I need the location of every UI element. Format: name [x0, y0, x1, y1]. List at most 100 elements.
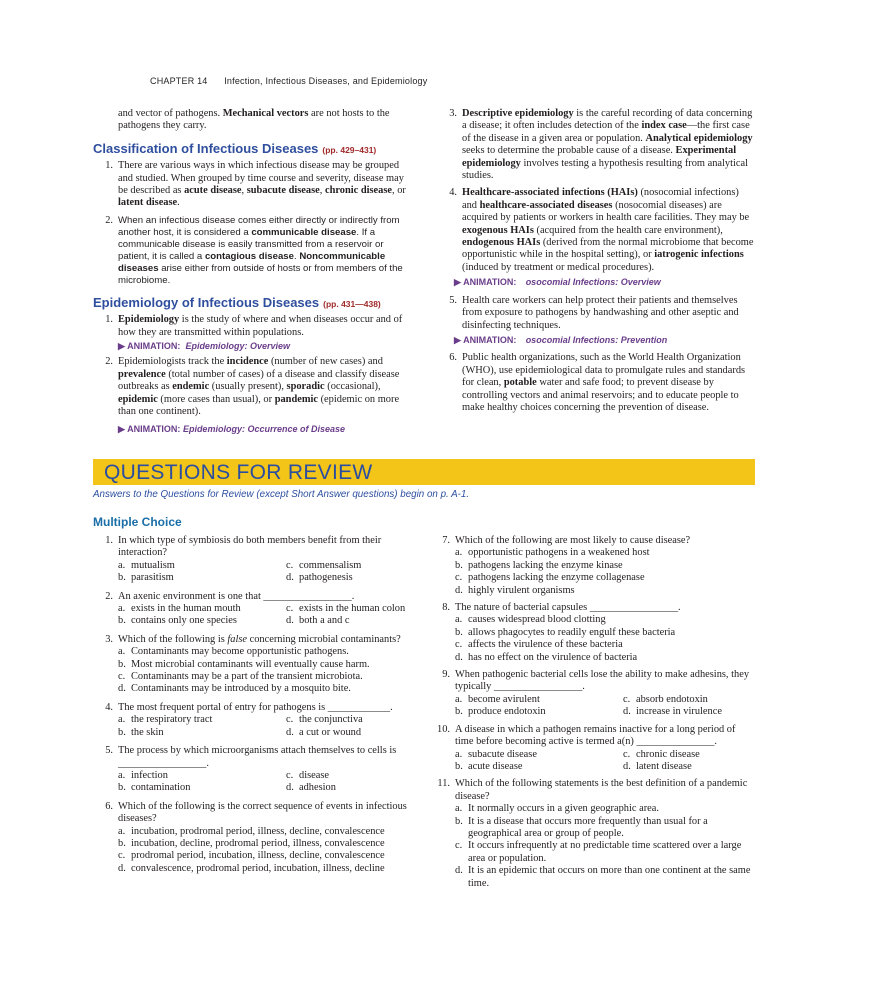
answer-option: c.Contaminants may be a part of the tran… — [118, 671, 415, 683]
question-8: 8.The nature of bacterial capsules _____… — [430, 602, 755, 664]
option-letter: d. — [623, 760, 631, 772]
review-banner — [93, 459, 755, 485]
option-text: It is a disease that occurs more frequen… — [468, 815, 708, 839]
option-letter: b. — [455, 559, 463, 571]
question-text: Which of the following are most likely t… — [455, 535, 691, 546]
option-letter: b. — [118, 615, 126, 627]
question-number: 4. — [105, 701, 113, 713]
question-text: An axenic environment is one that ______… — [118, 590, 355, 602]
option-text: exists in the human colon — [299, 603, 406, 615]
question-2: 2.An axenic environment is one that ____… — [93, 591, 415, 628]
option-text: acute disease — [468, 760, 523, 772]
option-letter: a. — [118, 646, 126, 658]
question-text: Which of the following is the correct se… — [118, 800, 407, 825]
option-letter: c. — [623, 748, 631, 760]
question-text: When pathogenic bacterial cells lose the… — [455, 669, 750, 693]
question-3: 3.Which of the following is false concer… — [93, 634, 415, 696]
answer-option: d.Contaminants may be introduced by a mo… — [118, 683, 415, 695]
option-text: parasitism — [131, 572, 174, 584]
option-text: absorb endotoxin — [636, 693, 708, 705]
answer-option: c. absorb endotoxin — [623, 694, 755, 706]
answer-option: d.has no effect on the virulence of bact… — [455, 652, 755, 664]
option-letter: d. — [286, 726, 294, 738]
question-text: In which type of symbiosis do both membe… — [118, 535, 382, 559]
answer-options: a. opportunistic pathogens in a weakened … — [455, 547, 755, 597]
answer-option: a.It normally occurs in a given geograph… — [455, 803, 755, 815]
epidemiology-item-2: 2. Epidemiologists track the incidence (… — [93, 356, 415, 436]
questions-right-column: 7. Which of the following are most likely… — [430, 535, 755, 895]
option-letter: a. — [455, 547, 463, 559]
answer-option: d.latent disease — [623, 761, 755, 773]
answer-option: c.prodromal period, incubation, illness,… — [118, 850, 415, 862]
option-letter: c. — [286, 714, 294, 726]
option-text: the skin — [131, 726, 164, 738]
review-subtitle: Answers to the Questions for Review (exc… — [93, 489, 470, 500]
epidemiology-item-4: 4. Healthcare-associated infections (HAI… — [449, 187, 754, 273]
epidemiology-item-1: 1. Epidemiology is the study of where an… — [93, 314, 415, 354]
question-4: 4. The most frequent portal of entry for … — [93, 702, 415, 739]
answer-option: b.incubation, decline, prodromal period,… — [118, 838, 415, 850]
option-text: incubation, decline, prodromal period, i… — [131, 837, 385, 849]
option-text: a cut or wound — [299, 726, 362, 738]
answer-option: c. exists in the human colon — [286, 603, 415, 615]
question-6: 6.Which of the following is the correct … — [93, 801, 415, 875]
question-number: 8. — [442, 602, 450, 614]
chapter-label: CHAPTER 14 — [150, 76, 208, 86]
animation-link-occurrence-of-disease[interactable]: ▶ ANIMATION: Epidemiology: Occurrence of… — [118, 423, 345, 434]
option-text: affects the virulence of these bacteria — [468, 639, 623, 651]
summary-left-column: and vector of pathogens. Mechanical vect… — [93, 108, 415, 442]
option-text: Contaminants may be introduced by a mosq… — [131, 683, 351, 695]
option-text: allows phagocytes to readily engulf thes… — [468, 626, 676, 638]
option-letter: b. — [118, 726, 126, 738]
option-letter: c. — [118, 671, 126, 683]
animation-link-nosocomial-overview[interactable]: ▶ ANIMATION:  osocomial Infections: Over… — [454, 277, 661, 288]
question-text: Which of the following is false concerni… — [118, 633, 401, 645]
epidemiology-item-5: 5. Health care workers can help protect … — [449, 294, 739, 331]
option-text: convalescence, prodromal period, incubat… — [131, 862, 385, 874]
question-text: The most frequent portal of entry for pa… — [118, 701, 393, 713]
answer-option: c.affects the virulence of these bacteri… — [455, 639, 755, 651]
answer-options: a.incubation, prodromal period, illness,… — [118, 826, 415, 876]
answer-option: d.both a and c — [286, 615, 415, 627]
answer-option: c.disease — [286, 770, 415, 782]
option-letter: d. — [118, 862, 126, 874]
option-text: exists in the human mouth — [131, 603, 241, 615]
answer-option: b. acute disease — [455, 761, 623, 773]
option-text: It occurs infrequently at no predictable… — [468, 840, 742, 864]
answer-option: a.become avirulent — [455, 694, 623, 706]
answer-option: b.contamination — [118, 782, 286, 794]
answer-option: d. convalescence, prodromal period, incub… — [118, 863, 415, 875]
epidemiology-heading: Epidemiology of Infectious Diseases(pp. … — [93, 294, 381, 310]
option-text: opportunistic pathogens in a weakened ho… — [468, 547, 650, 559]
option-letter: b. — [455, 760, 463, 772]
answer-option: d.adhesion — [286, 782, 415, 794]
question-number: 5. — [105, 745, 113, 757]
classification-item-1: 1. There are various ways in which infec… — [105, 160, 406, 209]
option-letter: c. — [286, 603, 294, 615]
answer-option: a.infection — [118, 770, 286, 782]
option-text: Most microbial contaminants will eventua… — [131, 658, 370, 670]
answer-option: b.It is a disease that occurs more frequ… — [455, 816, 755, 841]
option-text: pathogens lacking the enzyme collagenase — [468, 572, 645, 584]
question-number: 9. — [442, 669, 450, 681]
answer-option: a.incubation, prodromal period, illness,… — [118, 826, 415, 838]
summary-right-column: 3. Descriptive epidemiology is the caref… — [437, 108, 755, 419]
option-letter: b. — [118, 782, 126, 794]
answer-options: a.Contaminants may become opportunistic … — [118, 646, 415, 696]
question-number: 10. — [437, 723, 450, 735]
animation-link-nosocomial-prevention[interactable]: ▶ ANIMATION:  osocomial Infections: Prev… — [454, 334, 668, 345]
option-letter: c. — [623, 693, 631, 705]
answer-option: d.increase in virulence — [623, 706, 755, 718]
option-text: prodromal period, incubation, illness, d… — [131, 850, 385, 862]
question-number: 7. — [442, 535, 450, 546]
option-text: disease — [299, 769, 330, 781]
option-text: both a and c — [299, 615, 350, 627]
question-5: 5.The process by which microorganisms at… — [93, 745, 415, 795]
answer-option: d. a cut or wound — [286, 727, 415, 739]
animation-link-epidemiology-overview[interactable]: ▶ ANIMATION: Epidemiology: Overview — [118, 341, 290, 352]
answer-option: b.allows phagocytes to readily engulf th… — [455, 627, 755, 639]
option-text: the conjunctiva — [299, 714, 363, 726]
